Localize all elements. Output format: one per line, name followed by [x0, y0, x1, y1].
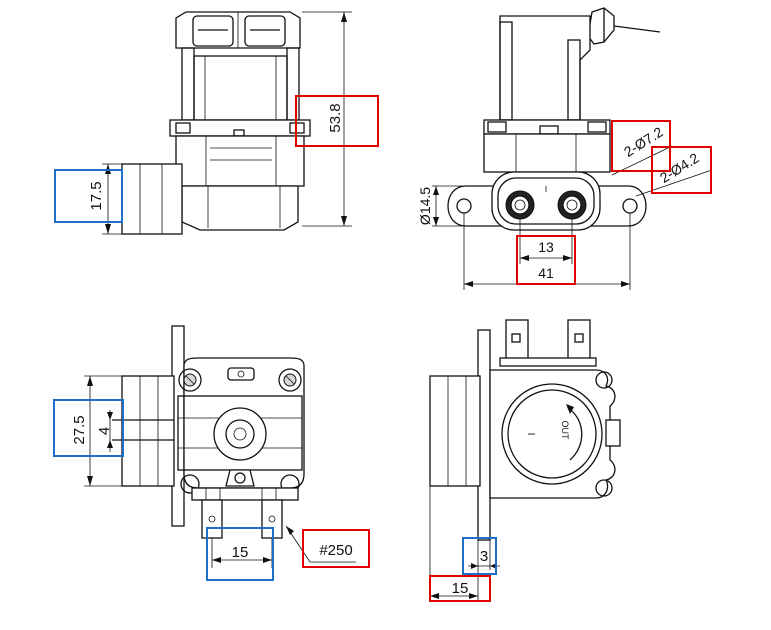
- flange-thickness-label: 3: [480, 548, 488, 565]
- side-view: [432, 7, 713, 290]
- offset-callout: 15: [429, 575, 491, 602]
- dial-marking-in: I: [525, 433, 536, 436]
- boss-diameter-label: Ø14.5: [417, 187, 433, 225]
- height-callout: 53.8: [295, 95, 379, 147]
- bottom-view: [84, 325, 356, 568]
- terminal-pitch-label: 15: [232, 544, 249, 561]
- terminal-size-label: #250: [319, 542, 352, 559]
- flange-width-label: 41: [538, 265, 554, 281]
- height-dimension-label: 53.8: [327, 103, 344, 132]
- hole-small-callout: 2-Ø4.2: [651, 146, 712, 194]
- terminal-size-callout: #250: [302, 529, 370, 568]
- body-width-callout: 27.5 4: [53, 399, 124, 457]
- inlet-height-callout: 17.5: [54, 169, 123, 223]
- port-pitch-label: 13: [538, 239, 554, 255]
- dial-marking-out: OUT: [560, 421, 570, 441]
- hole-large-label: 2-Ø7.2: [621, 124, 666, 160]
- body-width-label: 27.5: [71, 415, 88, 444]
- terminal-pitch-callout: 15: [206, 527, 274, 581]
- flange-thickness-callout: 3: [462, 537, 497, 575]
- inlet-height-label: 17.5: [88, 181, 105, 210]
- hole-small-label: 2-Ø4.2: [657, 150, 702, 186]
- top-view: I OUT: [429, 319, 621, 600]
- inlet-gap-label: 4: [96, 427, 113, 435]
- offset-label: 15: [452, 580, 469, 597]
- front-view: [102, 11, 352, 235]
- port-pitch-callout: 13 41: [516, 235, 576, 285]
